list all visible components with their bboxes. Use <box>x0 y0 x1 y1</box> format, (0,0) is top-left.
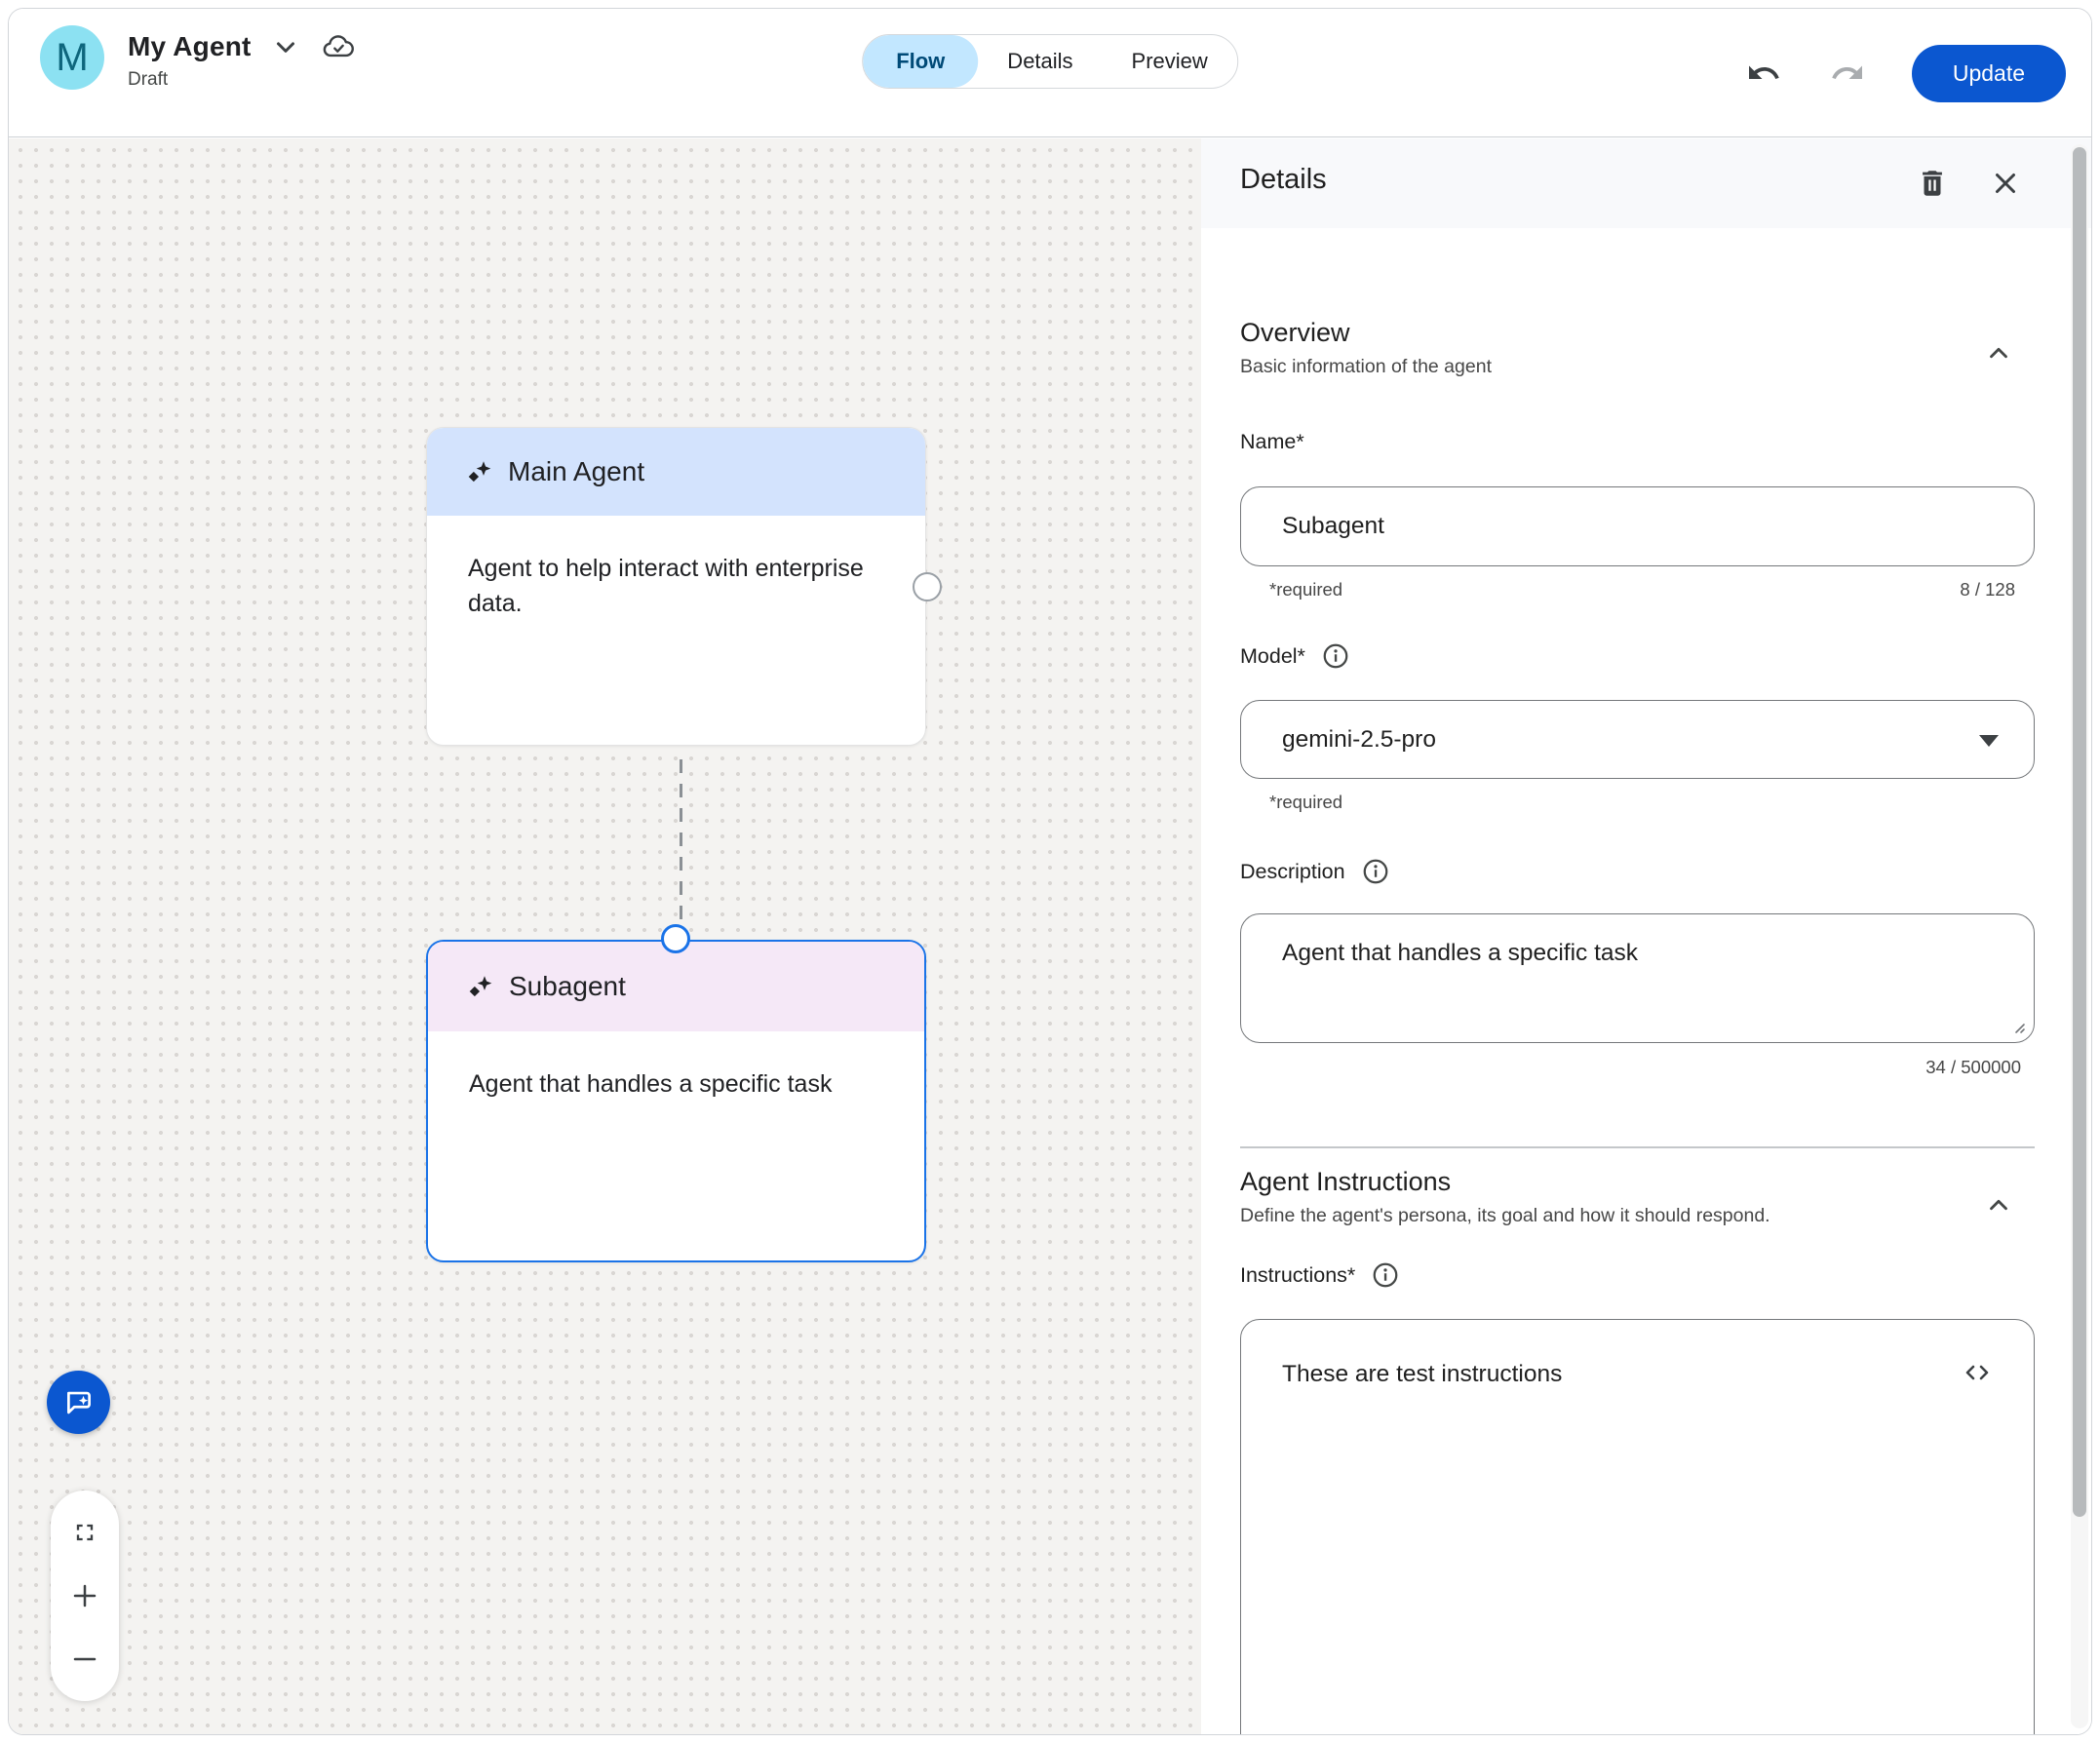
code-icon[interactable] <box>1962 1357 1993 1388</box>
chevron-down-icon[interactable] <box>271 32 300 61</box>
resize-handle-icon[interactable] <box>2010 1019 2026 1034</box>
instructions-section: Agent Instructions Define the agent's pe… <box>1240 1167 2035 1227</box>
update-button[interactable]: Update <box>1911 44 2066 102</box>
instructions-heading: Agent Instructions <box>1240 1167 1452 1196</box>
agent-builder-window: M My Agent Draft Flow Details Preview <box>8 8 2092 1735</box>
chat-sparkle-icon <box>62 1386 96 1419</box>
tab-flow[interactable]: Flow <box>863 35 979 88</box>
node-subagent[interactable]: Subagent Agent that handles a specific t… <box>426 940 926 1262</box>
model-field-group: Model* gemini-2.5-pro *required <box>1240 641 2035 813</box>
dropdown-caret-icon <box>1979 734 1999 747</box>
close-icon[interactable] <box>1986 164 2025 203</box>
top-header: M My Agent Draft Flow Details Preview <box>9 9 2091 137</box>
name-required-hint: *required <box>1269 579 1343 600</box>
input-port-subagent[interactable] <box>661 924 690 953</box>
info-icon[interactable] <box>1361 857 1390 886</box>
name-label: Name* <box>1240 430 1304 453</box>
undo-icon[interactable] <box>1744 54 1783 93</box>
zoom-out-icon[interactable] <box>63 1638 106 1681</box>
name-char-counter: 8 / 128 <box>1960 579 2015 600</box>
details-panel-header: Details <box>1201 138 2091 228</box>
zoom-in-icon[interactable] <box>63 1574 106 1617</box>
section-divider <box>1240 1146 2035 1148</box>
instructions-field-group: Instructions* These are test instruction… <box>1240 1260 2035 1734</box>
details-panel: Details Overview Basic information of th… <box>1201 138 2091 1734</box>
node-title: Main Agent <box>508 456 645 486</box>
cloud-done-icon <box>320 30 357 63</box>
node-description: Agent to help interact with enterprise d… <box>468 555 864 618</box>
edge-main-to-subagent <box>680 759 682 922</box>
instructions-textarea[interactable]: These are test instructions <box>1240 1319 2035 1734</box>
page-title: My Agent <box>128 31 252 61</box>
overview-subheading: Basic information of the agent <box>1240 356 1492 377</box>
sparkle-icon <box>467 974 493 1000</box>
instructions-label: Instructions* <box>1240 1262 1356 1287</box>
model-value: gemini-2.5-pro <box>1282 725 1436 753</box>
output-port-main-agent[interactable] <box>913 572 942 601</box>
collapse-instructions-icon[interactable] <box>1981 1187 2016 1222</box>
view-switcher: Flow Details Preview <box>862 34 1238 89</box>
avatar: M <box>40 25 104 90</box>
instructions-subheading: Define the agent's persona, its goal and… <box>1240 1205 1770 1226</box>
info-icon[interactable] <box>1371 1260 1400 1290</box>
description-textarea[interactable]: Agent that handles a specific task <box>1240 913 2035 1043</box>
fit-screen-icon[interactable] <box>63 1511 106 1554</box>
node-main-agent[interactable]: Main Agent Agent to help interact with e… <box>426 427 926 746</box>
instructions-value: These are test instructions <box>1282 1361 1563 1387</box>
name-input[interactable]: Subagent <box>1240 486 2035 566</box>
name-value: Subagent <box>1282 513 1384 539</box>
redo-icon[interactable] <box>1828 54 1867 93</box>
description-value: Agent that handles a specific task <box>1282 940 1638 966</box>
tab-details[interactable]: Details <box>1007 49 1073 73</box>
model-select[interactable]: gemini-2.5-pro <box>1240 700 2035 779</box>
status-badge: Draft <box>128 69 169 90</box>
tab-preview[interactable]: Preview <box>1131 49 1208 73</box>
info-icon[interactable] <box>1321 641 1350 671</box>
canvas-zoom-controls <box>51 1491 119 1701</box>
node-title: Subagent <box>509 971 626 1001</box>
description-char-counter: 34 / 500000 <box>1925 1057 2021 1077</box>
panel-scrollbar[interactable] <box>2071 144 2088 1728</box>
flow-canvas[interactable]: Main Agent Agent to help interact with e… <box>9 138 1201 1734</box>
model-required-hint: *required <box>1269 792 1343 812</box>
overview-heading: Overview <box>1240 318 1350 347</box>
trash-icon[interactable] <box>1913 164 1952 203</box>
name-field-group: Name* Subagent *required 8 / 128 <box>1240 430 2035 600</box>
details-panel-body: Overview Basic information of the agent … <box>1201 228 2091 1734</box>
overview-section: Overview Basic information of the agent <box>1240 318 2035 378</box>
chat-sparkle-button[interactable] <box>47 1371 110 1434</box>
description-field-group: Description Agent that handles a specifi… <box>1240 857 2035 1078</box>
description-label: Description <box>1240 859 1345 883</box>
sparkle-icon <box>466 459 492 485</box>
node-description: Agent that handles a specific task <box>469 1070 833 1098</box>
model-label: Model* <box>1240 643 1305 668</box>
panel-title: Details <box>1240 164 1327 195</box>
scrollbar-thumb[interactable] <box>2073 147 2086 1517</box>
collapse-overview-icon[interactable] <box>1981 335 2016 370</box>
